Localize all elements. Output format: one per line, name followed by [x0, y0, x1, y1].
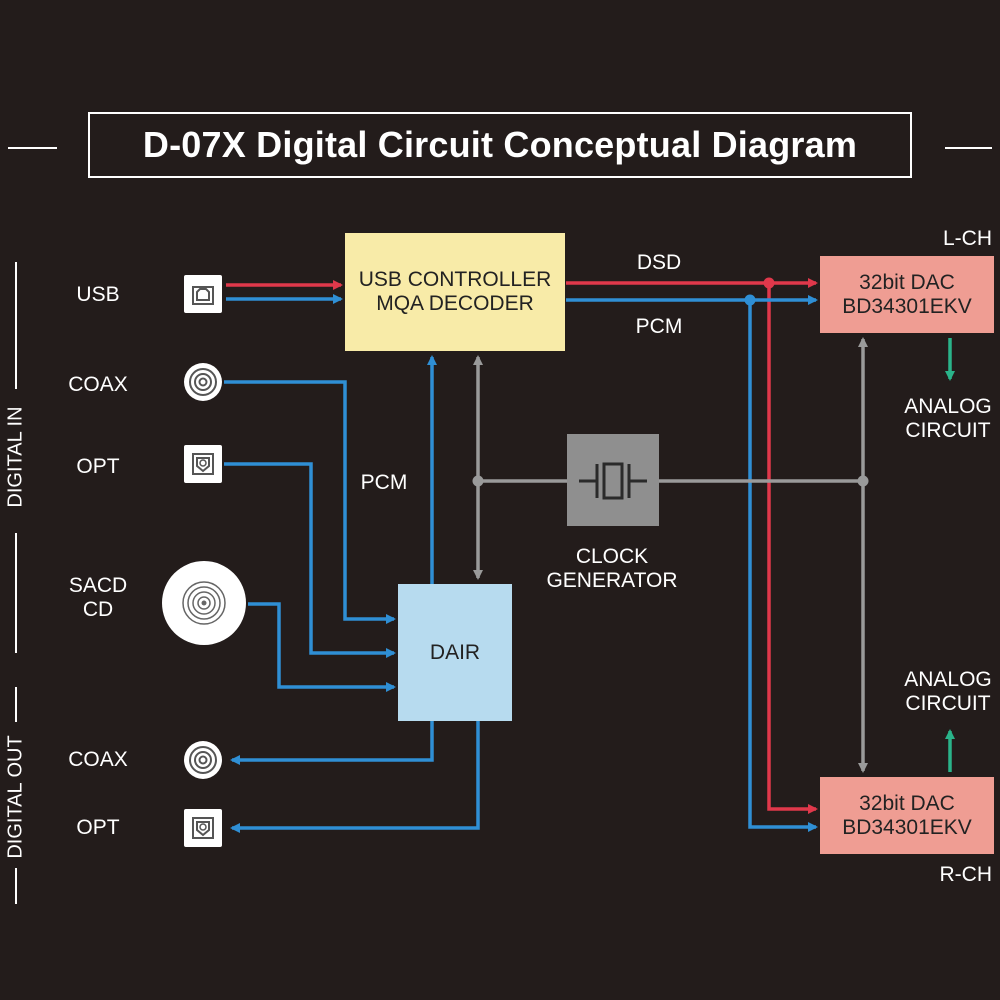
output-label-opt: OPT — [76, 816, 120, 839]
dair-block: DAIR — [398, 584, 512, 721]
signal-label-pcm-top: PCM — [635, 315, 683, 338]
dair-label: DAIR — [429, 640, 481, 664]
digital-out-label: DIGITAL OUT — [4, 735, 27, 859]
input-label-sacd-line1: SACD — [68, 574, 128, 597]
signal-label-pcm-mid: PCM — [360, 471, 408, 494]
dsd-junction — [763, 277, 775, 289]
coax-out-wire — [230, 721, 434, 765]
disc-in-wire — [248, 602, 396, 692]
clock-generator-label: CLOCK GENERATOR — [546, 545, 677, 593]
digital-in-rule-top — [15, 262, 17, 389]
signal-label-dsd: DSD — [636, 251, 682, 274]
title-rule-right — [945, 147, 992, 149]
dac-r-line1: 32bit DAC — [859, 791, 955, 815]
dac-r-channel-label: R-CH — [939, 863, 993, 886]
dac-r-block: 32bit DAC BD34301EKV — [820, 777, 994, 854]
clock-junction-right — [857, 475, 869, 487]
analog-l-line1: ANALOG — [904, 395, 992, 418]
usb-controller-block: USB CONTROLLER MQA DECODER — [345, 233, 565, 351]
opt-in-wire — [224, 462, 396, 658]
dac-l-line2: BD34301EKV — [842, 294, 972, 318]
digital-in-rule-bottom — [15, 533, 17, 653]
digital-out-rule-top — [15, 687, 17, 722]
toslink-port-out-icon — [184, 809, 222, 847]
title-rule-left — [8, 147, 57, 149]
analog-l-label: ANALOG CIRCUIT — [904, 395, 992, 443]
output-label-coax: COAX — [68, 748, 128, 771]
diagram-title: D-07X Digital Circuit Conceptual Diagram — [88, 112, 912, 178]
input-label-opt: OPT — [76, 455, 120, 478]
pcm-junction — [744, 294, 756, 306]
disc-icon — [162, 561, 246, 645]
clock-generator-block — [567, 434, 659, 526]
clock-label-line1: CLOCK — [575, 545, 649, 568]
dac-l-block: 32bit DAC BD34301EKV — [820, 256, 994, 333]
digital-out-rule-bottom — [15, 868, 17, 904]
crystal-oscillator-icon — [579, 462, 647, 500]
usb-b-port-icon — [184, 275, 222, 313]
rca-jack-icon — [184, 363, 222, 401]
usb-controller-line2: MQA DECODER — [376, 292, 534, 315]
input-label-coax: COAX — [68, 373, 128, 396]
input-label-usb: USB — [76, 283, 120, 306]
dsd-to-dac-r-wire — [767, 283, 818, 814]
analog-r-line2: CIRCUIT — [905, 692, 991, 715]
opt-out-wire — [230, 721, 480, 833]
rca-jack-out-icon — [184, 741, 222, 779]
analog-l-line2: CIRCUIT — [905, 419, 991, 442]
clock-label-line2: GENERATOR — [546, 569, 678, 592]
dac-l-line1: 32bit DAC — [859, 270, 955, 294]
input-label-sacd-line2: CD — [82, 598, 114, 621]
coax-in-wire — [224, 380, 396, 624]
input-label-sacd: SACD CD — [69, 574, 127, 622]
analog-r-label: ANALOG CIRCUIT — [904, 668, 992, 716]
dac-r-line2: BD34301EKV — [842, 815, 972, 839]
usb-controller-line1: USB CONTROLLER — [358, 268, 552, 291]
toslink-port-icon — [184, 445, 222, 483]
pcm-to-dac-r-wire — [748, 300, 818, 832]
dac-l-channel-label: L-CH — [942, 227, 992, 250]
digital-in-label: DIGITAL IN — [4, 406, 27, 508]
analog-r-line1: ANALOG — [904, 668, 992, 691]
diagram-title-text: D-07X Digital Circuit Conceptual Diagram — [142, 124, 858, 165]
clock-junction-left — [472, 475, 484, 487]
